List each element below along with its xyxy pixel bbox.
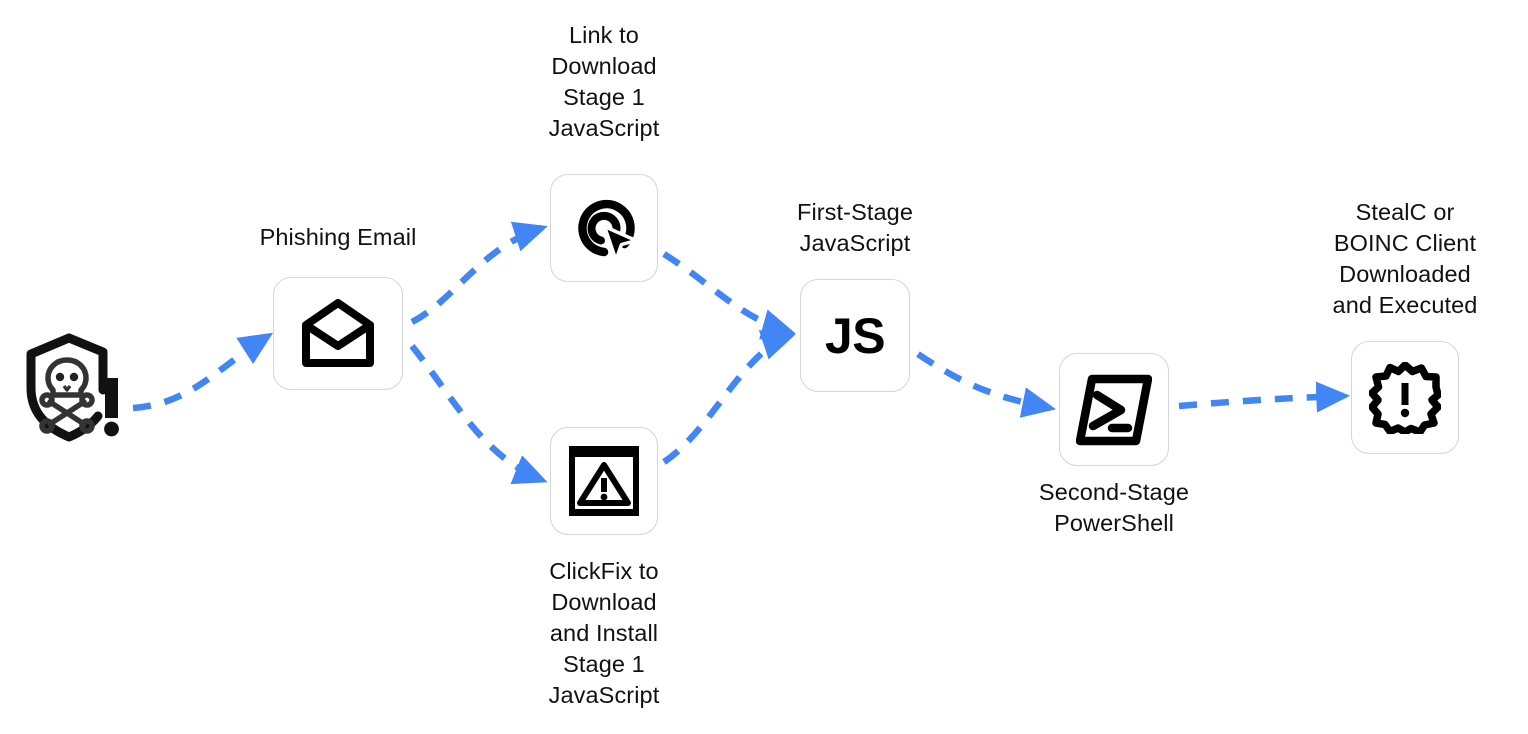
js-text-icon: JS	[824, 307, 886, 364]
starburst-exclamation-icon	[1369, 361, 1441, 434]
node-phishing-email-label: Phishing Email	[259, 224, 417, 250]
powershell-prompt-icon	[1076, 374, 1152, 445]
node-clickfix-label: ClickFix to Download and Install Stage 1…	[548, 558, 660, 708]
edge-js-to-powershell	[916, 351, 1056, 418]
node-threat-actor[interactable]	[16, 330, 136, 445]
node-second-stage-powershell-label: Second-Stage PowerShell	[1038, 479, 1190, 536]
edge-clickfix-to-js	[662, 330, 796, 465]
node-payload-executed[interactable]	[1351, 341, 1459, 454]
node-payload-executed-label: StealC or BOINC Client Downloaded and Ex…	[1332, 199, 1478, 318]
open-envelope-icon	[302, 298, 374, 367]
edge-actor-to-email	[132, 332, 274, 412]
edge-email-to-clickfix	[409, 343, 548, 485]
click-target-cursor-icon	[578, 199, 638, 262]
edge-powershell-to-payload	[1178, 381, 1351, 413]
node-second-stage-powershell[interactable]	[1059, 353, 1169, 466]
node-first-stage-js[interactable]: JS	[800, 279, 910, 392]
node-link-download-label: Link to Download Stage 1 JavaScript	[548, 22, 660, 141]
warning-triangle-dialog-icon	[569, 446, 639, 516]
edge-link-to-js	[662, 251, 796, 340]
node-clickfix[interactable]	[550, 427, 658, 535]
shield-skull-crossbones-exclamation-icon	[26, 333, 119, 441]
node-link-download[interactable]	[550, 174, 658, 282]
node-phishing-email[interactable]	[273, 277, 403, 390]
node-first-stage-js-label: First-Stage JavaScript	[796, 199, 914, 256]
